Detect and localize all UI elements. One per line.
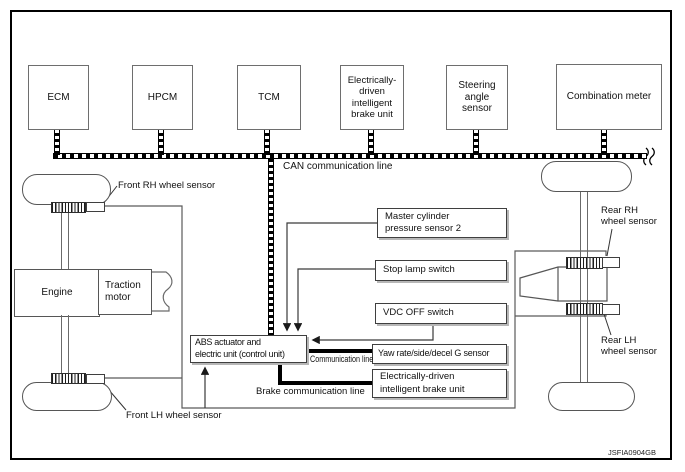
can-stub-steering [473, 128, 479, 155]
node-hpcm: HPCM [132, 65, 193, 130]
front-rh-hub [51, 202, 86, 213]
rear-differential [519, 266, 608, 302]
rear-rh-wheel-sensor-label: Rear RH wheel sensor [601, 205, 657, 227]
can-stub-tcm [264, 128, 270, 155]
rear-axle [580, 190, 588, 382]
node-ecm: ECM [28, 65, 89, 130]
rear-rh-sensor-leader [606, 228, 613, 257]
diagram-border [10, 10, 672, 460]
front-axle-upper [61, 203, 69, 269]
node-tcm: TCM [237, 65, 301, 130]
rear-lh-wheel-sensor-label: Rear LH wheel sensor [601, 335, 657, 357]
can-stub-hpcm [158, 128, 164, 155]
rear-rh-wheel-sensor [602, 257, 620, 268]
node-combination-meter: Combination meter [556, 64, 662, 130]
engine-box: Engine [14, 269, 100, 317]
stop-lamp-switch-box: Stop lamp switch [375, 260, 507, 281]
front-lh-wheel-sensor-label: Front LH wheel sensor [126, 410, 222, 421]
traction-motor-continuation-icon [152, 271, 173, 312]
yaw-rate-sensor-box: Yaw rate/side/decel G sensor [372, 344, 507, 364]
vdc-off-switch-box: VDC OFF switch [375, 303, 507, 324]
vdc-off-to-abs-arrow [311, 324, 434, 345]
stop-lamp-to-abs-arrow [293, 268, 375, 332]
rear-lh-hub [566, 303, 603, 315]
can-stub-edib [368, 128, 374, 155]
brake-communication-line-label: Brake communication line [256, 386, 365, 397]
can-stub-ecm [54, 128, 60, 155]
front-lh-wheel-sensor [86, 374, 105, 384]
traction-motor-box: Traction motor [98, 269, 152, 315]
electrically-driven-brake-unit-lower-box: Electrically-driven intelligent brake un… [372, 369, 507, 398]
rear-lh-wheel [548, 382, 635, 411]
communication-line-label: Communication line [310, 354, 374, 364]
abs-actuator-unit: ABS actuator and electric unit (control … [190, 335, 307, 363]
node-electrically-driven-brake-unit: Electrically- driven intelligent brake u… [340, 65, 404, 130]
can-drop-to-abs [268, 159, 274, 337]
brake-communication-line [278, 361, 372, 385]
front-rh-wheel-sensor [86, 202, 105, 212]
can-bus-line [53, 153, 647, 159]
wheel-sensor-harness [103, 205, 607, 409]
master-cylinder-pressure-sensor-box: Master cylinder pressure sensor 2 [377, 208, 507, 238]
master-cylinder-to-abs-arrow [282, 222, 377, 332]
can-line-label: CAN communication line [283, 161, 393, 172]
front-axle-lower [61, 315, 69, 374]
rear-lh-sensor-leader [603, 313, 612, 336]
figure-code: JSFIA0904GB [608, 448, 656, 457]
front-lh-wheel [22, 382, 112, 411]
rear-lh-wheel-sensor [602, 304, 620, 315]
node-steering-angle-sensor: Steering angle sensor [446, 65, 508, 130]
rear-rh-hub [566, 257, 603, 269]
front-rh-wheel-sensor-label: Front RH wheel sensor [118, 180, 216, 191]
front-rh-wheel [22, 174, 111, 205]
front-lh-hub [51, 373, 86, 384]
can-stub-combination-meter [601, 128, 607, 155]
rear-rh-wheel [541, 161, 632, 192]
